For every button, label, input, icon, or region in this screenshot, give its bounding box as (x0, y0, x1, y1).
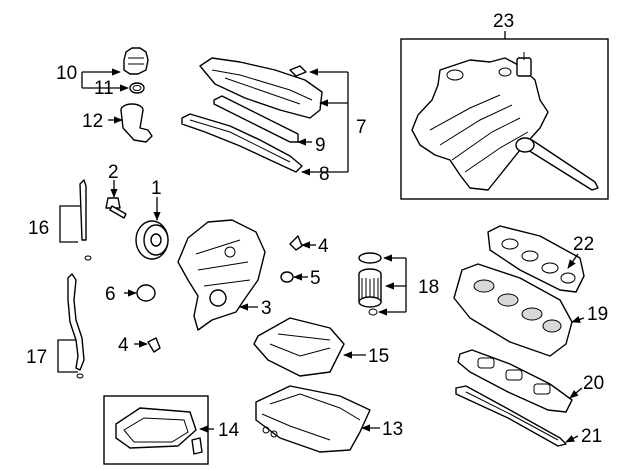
callout-5: 5 (310, 268, 321, 289)
callout-14: 14 (218, 420, 240, 441)
crankshaft-pulley-part[interactable] (135, 220, 169, 260)
oil-gauge-tube-part[interactable] (67, 273, 85, 379)
callout-1: 1 (151, 178, 162, 199)
lower-oil-pan-part[interactable] (103, 395, 209, 465)
callout-10: 10 (56, 63, 77, 84)
exhaust-manifold-part[interactable] (453, 263, 573, 357)
callout-22: 22 (573, 234, 594, 255)
cover-seal-lower-part[interactable] (147, 337, 161, 353)
oil-filler-cap-part[interactable] (123, 47, 149, 94)
exhaust-gasket-upper-part[interactable] (487, 225, 585, 293)
callout-23: 23 (493, 11, 514, 32)
callout-4b: 4 (118, 335, 129, 356)
callout-13: 13 (382, 419, 403, 440)
callout-9: 9 (315, 135, 326, 156)
oil-filter-part[interactable] (358, 252, 382, 316)
exhaust-gasket-lower-part[interactable] (457, 349, 573, 413)
callout-17: 17 (26, 347, 47, 368)
oil-level-gauge-part[interactable] (79, 179, 92, 261)
o-ring-part[interactable] (280, 271, 294, 283)
callout-6: 6 (105, 284, 116, 305)
timing-cover-part[interactable] (177, 219, 266, 331)
cover-seal-upper-part[interactable] (289, 235, 303, 251)
callout-15: 15 (368, 346, 389, 367)
oil-baffle-part[interactable] (253, 317, 345, 377)
callout-20: 20 (583, 373, 604, 394)
callout-2: 2 (108, 162, 119, 183)
plug-part[interactable] (136, 284, 156, 302)
callout-19: 19 (587, 304, 608, 325)
intake-manifold-part[interactable] (400, 38, 609, 200)
valve-cover-gasket-outer-part[interactable] (181, 113, 303, 173)
callout-3: 3 (261, 298, 272, 319)
callout-18: 18 (418, 277, 439, 298)
callout-12: 12 (82, 111, 103, 132)
callout-7: 7 (356, 117, 367, 138)
oil-filler-tube-part[interactable] (120, 103, 153, 143)
callout-16: 16 (28, 218, 49, 239)
callout-4a: 4 (318, 236, 329, 257)
callout-8: 8 (319, 164, 330, 185)
pulley-bolt-part[interactable] (105, 197, 127, 219)
valve-cover-part[interactable] (199, 57, 323, 119)
callout-11: 11 (94, 78, 114, 99)
upper-oil-pan-part[interactable] (255, 385, 371, 453)
callout-21: 21 (581, 426, 602, 447)
exhaust-gasket-bottom-part[interactable] (455, 385, 567, 447)
